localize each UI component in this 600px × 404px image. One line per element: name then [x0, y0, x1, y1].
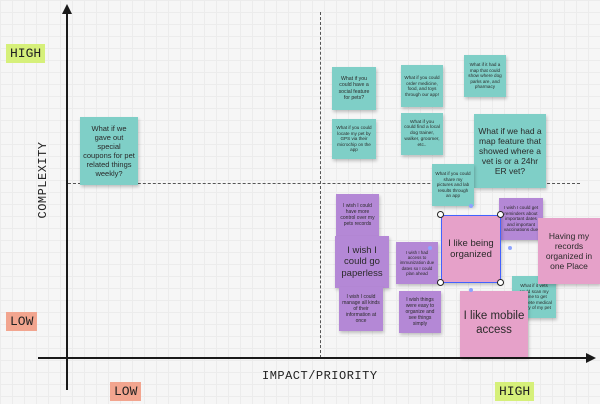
sticky-note-text: Having my records organized in one Place	[545, 230, 593, 272]
sticky-note-locate-gps[interactable]: What if you could locate my pet by GPS v…	[332, 119, 376, 159]
sticky-note-paperless[interactable]: I wish I could go paperless	[335, 236, 389, 288]
x-axis-title[interactable]: IMPACT/PRIORITY	[262, 369, 378, 383]
y-axis-arrow	[62, 4, 72, 14]
sticky-note-text: What if you could find a local dog train…	[404, 119, 440, 148]
sticky-note-easy-organize[interactable]: I wish things were easy to organize and …	[399, 291, 441, 333]
horizontal-divider	[68, 183, 580, 184]
x-high-label[interactable]: HIGH	[495, 382, 535, 401]
resize-handle-bottom-right[interactable]	[497, 279, 504, 286]
y-axis	[66, 12, 68, 390]
sticky-note-social[interactable]: What if you could have a social feature …	[332, 67, 376, 110]
y-axis-title[interactable]: COMPLEXITY	[36, 141, 50, 219]
sticky-note-find-trainer[interactable]: What if you could find a local dog train…	[401, 113, 443, 155]
x-axis	[38, 357, 586, 359]
y-high-label[interactable]: HIGH	[6, 44, 46, 63]
sticky-note-text: What if you could locate my pet by GPS v…	[336, 125, 372, 153]
connector-dot-left[interactable]	[428, 246, 432, 250]
x-axis-arrow	[586, 353, 596, 363]
sticky-note-vet-map[interactable]: What if we had a map feature that showed…	[474, 114, 546, 188]
sticky-note-text: What if you could share my pictures and …	[435, 171, 471, 199]
sticky-note-text: What if we had a map feature that showed…	[478, 125, 542, 177]
sticky-note-text: I wish I could get reminders about impor…	[503, 205, 539, 233]
sticky-note-text: What if you could have a social feature …	[338, 76, 370, 101]
resize-handle-top-left[interactable]	[437, 211, 444, 218]
connector-dot-bottom[interactable]	[469, 288, 473, 292]
sticky-note-manage-info[interactable]: I wish I could manage all kinds of their…	[339, 287, 383, 331]
sticky-note-text: I wish I could have more control over my…	[340, 203, 375, 227]
vertical-divider	[320, 12, 321, 358]
sticky-note-share-pictures[interactable]: What if you could share my pictures and …	[432, 164, 474, 206]
selection-box[interactable]	[441, 215, 501, 283]
sticky-note-text: I wish I could go paperless	[341, 244, 383, 279]
sticky-note-text: I wish I had access to immunization due …	[399, 249, 435, 276]
sticky-note-text: What if it vets could scan my phone to g…	[516, 283, 552, 311]
resize-handle-bottom-left[interactable]	[437, 279, 444, 286]
sticky-note-records-one-place[interactable]: Having my records organized in one Place	[538, 218, 600, 284]
sticky-note-organized[interactable]: I like being organized	[441, 215, 501, 283]
sticky-note-dog-parks-map[interactable]: What if it had a map that could show whe…	[464, 55, 506, 97]
sticky-note-mobile-access[interactable]: I like mobile access	[460, 291, 528, 357]
y-low-label[interactable]: LOW	[6, 312, 38, 331]
sticky-note-text: I wish I could manage all kinds of their…	[342, 294, 380, 324]
sticky-note-text: What if it had a map that could show whe…	[468, 62, 502, 90]
sticky-note-text: What if we gave out special coupons for …	[83, 124, 135, 178]
sticky-note-coupons[interactable]: What if we gave out special coupons for …	[80, 117, 138, 185]
resize-handle-top-right[interactable]	[497, 211, 504, 218]
sticky-note-text: I like mobile access	[463, 310, 525, 336]
sticky-note-text: What if you could order medicine, food, …	[404, 75, 440, 97]
sticky-note-text: I wish things were easy to organize and …	[405, 297, 435, 327]
sticky-note-order-medicine[interactable]: What if you could order medicine, food, …	[401, 65, 443, 107]
x-low-label[interactable]: LOW	[110, 382, 142, 401]
connector-dot-right[interactable]	[508, 246, 512, 250]
sticky-note-more-control[interactable]: I wish I could have more control over my…	[336, 194, 379, 236]
sticky-note-reminders[interactable]: I wish I could get reminders about impor…	[499, 198, 543, 240]
connector-dot-top[interactable]	[469, 204, 473, 208]
sticky-note-text: I like being organized	[448, 237, 494, 260]
